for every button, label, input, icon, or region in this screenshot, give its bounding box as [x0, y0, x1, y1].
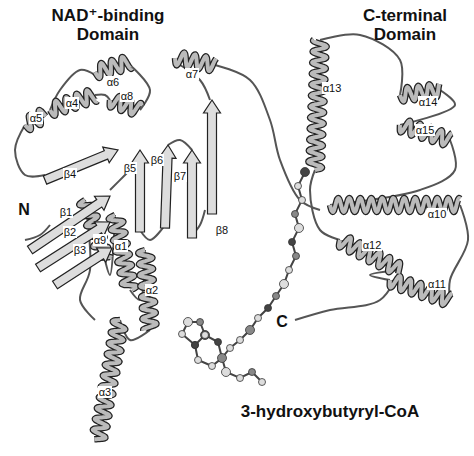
- helix-ribbon: [308, 40, 326, 170]
- ligand-atom: [289, 239, 296, 246]
- alpha-helix: [95, 57, 132, 78]
- ligand-atom: [292, 211, 299, 218]
- helix-outline: [400, 121, 452, 145]
- helix-ribbon: [95, 57, 132, 78]
- structure-label: β3: [73, 244, 87, 256]
- ligand-atom: [201, 331, 210, 340]
- ligand-bond: [222, 172, 305, 382]
- structure-label: α4: [65, 97, 79, 109]
- alpha-helix: [400, 121, 452, 145]
- ligand-atom: [222, 368, 231, 377]
- ligand-atom: [295, 183, 302, 190]
- structure-label: α15: [415, 124, 436, 136]
- structure-label: β6: [150, 154, 164, 166]
- structure-label: α14: [418, 96, 439, 108]
- ligand-atom: [259, 379, 266, 386]
- structure-label: α13: [322, 82, 343, 94]
- structure-label: β4: [63, 168, 77, 180]
- ligand-atom: [280, 280, 289, 289]
- helix-outline: [50, 90, 97, 115]
- terminus-label: N: [17, 201, 31, 219]
- alpha-helix: [308, 40, 326, 170]
- ligand-atom: [299, 197, 306, 204]
- structure-label: α3: [98, 386, 112, 398]
- ligand-ring: [195, 335, 222, 366]
- beta-strand: [43, 147, 118, 184]
- ligand-atom: [195, 357, 202, 364]
- ligand-atom: [286, 267, 293, 274]
- helix-outline: [339, 237, 400, 273]
- ligand-atom: [219, 355, 226, 362]
- structure-label: β8: [215, 224, 229, 236]
- alpha-helix: [390, 276, 452, 305]
- ligand-atom: [255, 315, 262, 322]
- terminus-label: C: [275, 313, 289, 331]
- coil-loop: [295, 270, 400, 320]
- structure-label: β1: [59, 206, 73, 218]
- ligand-atom: [295, 224, 304, 233]
- alpha-helix: [109, 215, 137, 290]
- ligand-atom: [192, 342, 199, 349]
- ligand-atom: [197, 319, 204, 326]
- beta-strand: [36, 222, 110, 272]
- beta-strand: [184, 150, 201, 238]
- structure-label: α10: [427, 208, 448, 220]
- alpha-helix: [25, 110, 46, 130]
- ligand-atom: [237, 337, 244, 344]
- coil-loop: [449, 205, 468, 300]
- coil-loop: [95, 95, 110, 100]
- structure-label: α6: [106, 76, 120, 88]
- ligand-name: 3-hydroxybutyryl-CoA: [239, 403, 422, 422]
- alpha-helix: [50, 90, 97, 115]
- helix-outline: [109, 215, 137, 290]
- ligand-atom: [265, 305, 272, 312]
- ligand-atom: [209, 363, 216, 370]
- beta-strand: [204, 100, 221, 214]
- coil-loop: [168, 140, 192, 150]
- helix-ribbon: [400, 121, 452, 145]
- structure-label: α1: [114, 240, 128, 252]
- ligand-atom: [301, 168, 310, 177]
- helix-ribbon: [109, 215, 137, 290]
- ligand-atom: [192, 342, 199, 349]
- helix-ribbon: [390, 276, 452, 305]
- helix-ribbon: [93, 320, 126, 439]
- ligand-atom: [184, 318, 193, 327]
- helix-outline: [93, 320, 126, 439]
- helix-ribbon: [25, 110, 46, 130]
- helix-ribbon: [50, 90, 97, 115]
- structure-label: α5: [29, 112, 43, 124]
- helix-outline: [95, 57, 132, 78]
- structure-label: β2: [63, 226, 77, 238]
- helix-outline: [25, 110, 46, 130]
- helix-outline: [308, 40, 326, 170]
- ligand-atom: [179, 331, 186, 338]
- ligand-atom: [246, 326, 255, 335]
- structure-label: α12: [362, 239, 383, 251]
- structure-label: α11: [427, 278, 447, 290]
- structure-label: α9: [93, 234, 107, 246]
- coil-loop: [215, 65, 320, 210]
- domain-title: NAD⁺-binding Domain: [38, 7, 178, 44]
- structure-label: α8: [120, 90, 134, 102]
- ligand-atom: [215, 339, 222, 346]
- helix-outline: [390, 276, 452, 305]
- ligand-atom: [249, 369, 256, 376]
- domain-title: C-terminal Domain: [340, 7, 470, 44]
- structure-label: α2: [145, 284, 159, 296]
- alpha-helix: [93, 320, 126, 439]
- helix-ribbon: [339, 237, 400, 273]
- structure-label: β5: [123, 162, 137, 174]
- ligand-atom: [227, 345, 234, 352]
- ligand-atom: [218, 354, 227, 363]
- ligand-atom: [202, 332, 209, 339]
- structure-label: α7: [185, 68, 199, 80]
- ligand-atom: [293, 253, 300, 260]
- ligand-atom: [237, 375, 244, 382]
- structure-label: β7: [173, 170, 187, 182]
- alpha-helix: [339, 237, 400, 273]
- ligand-atom: [273, 293, 280, 300]
